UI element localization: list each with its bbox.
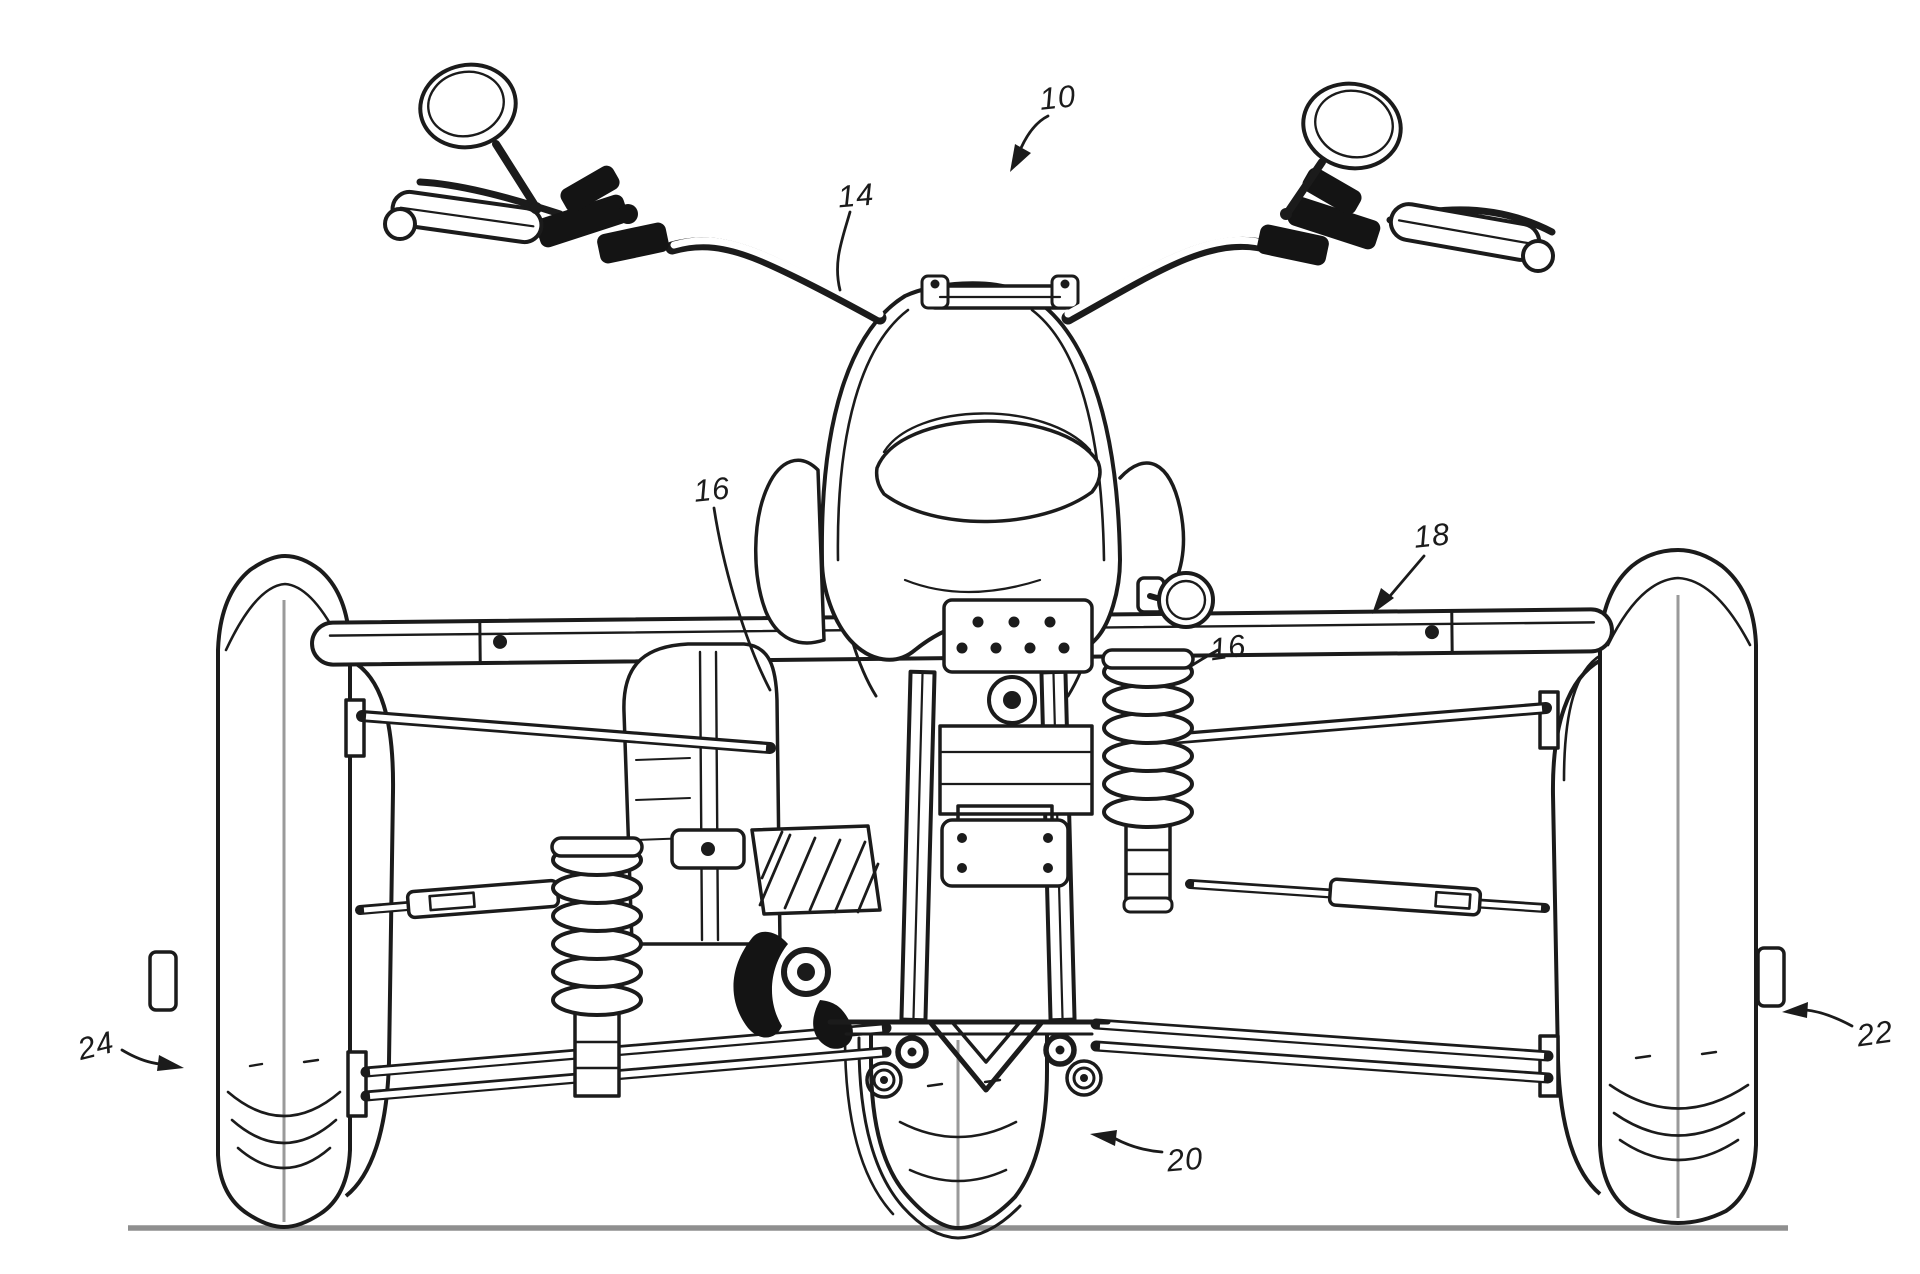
left-wheel [148, 554, 396, 1229]
ref-label-10: 10 [1038, 78, 1078, 117]
ref-label-14: 14 [836, 176, 875, 214]
left-mirror [418, 62, 542, 214]
windshield [874, 419, 1102, 524]
center-wheel [843, 1035, 1049, 1240]
left-shroud [754, 458, 826, 645]
handlebar [665, 236, 1279, 325]
suspension-arms [355, 702, 1554, 1102]
ref-label-20: 20 [1164, 1140, 1204, 1178]
right-shock-absorber [1101, 648, 1195, 914]
right-hand-controls [1257, 81, 1556, 273]
right-mirror [1280, 81, 1403, 220]
left-hand-controls [383, 62, 669, 264]
ref-label-22: 22 [1853, 1014, 1895, 1054]
steering-bracket [938, 598, 1094, 816]
right-shroud [1118, 461, 1186, 582]
hatched-panel [750, 824, 882, 916]
right-reservoir [1136, 571, 1215, 629]
ref-label-16-right: 16 [1207, 628, 1248, 668]
ref-label-24: 24 [73, 1024, 118, 1067]
ref-label-18: 18 [1412, 516, 1452, 555]
linkage-details [733, 931, 853, 1049]
headlamp-fairing [819, 274, 1122, 664]
engine-block [622, 642, 782, 946]
lower-bracket [670, 804, 1070, 888]
ref-label-16-left: 16 [692, 470, 732, 509]
right-wheel [1538, 548, 1786, 1225]
reference-leaders [120, 114, 1854, 1154]
swingarm-linkage [827, 1019, 1111, 1099]
left-shock-absorber [550, 836, 644, 1098]
